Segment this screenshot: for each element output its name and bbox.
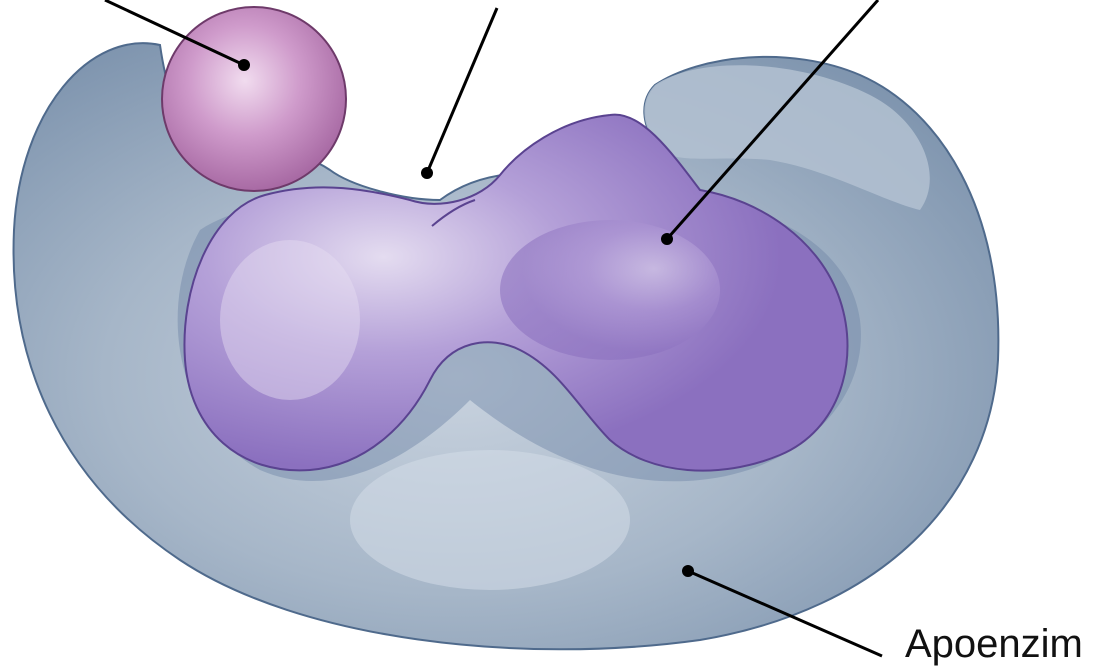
substrate-highlight bbox=[500, 220, 720, 360]
apoenzyme-highlight bbox=[350, 450, 630, 590]
cofactor bbox=[162, 7, 346, 191]
substrate-highlight-left bbox=[220, 240, 360, 400]
pointer-active-site bbox=[421, 8, 497, 179]
apoenzyme-label: Apoenzim bbox=[905, 622, 1083, 666]
